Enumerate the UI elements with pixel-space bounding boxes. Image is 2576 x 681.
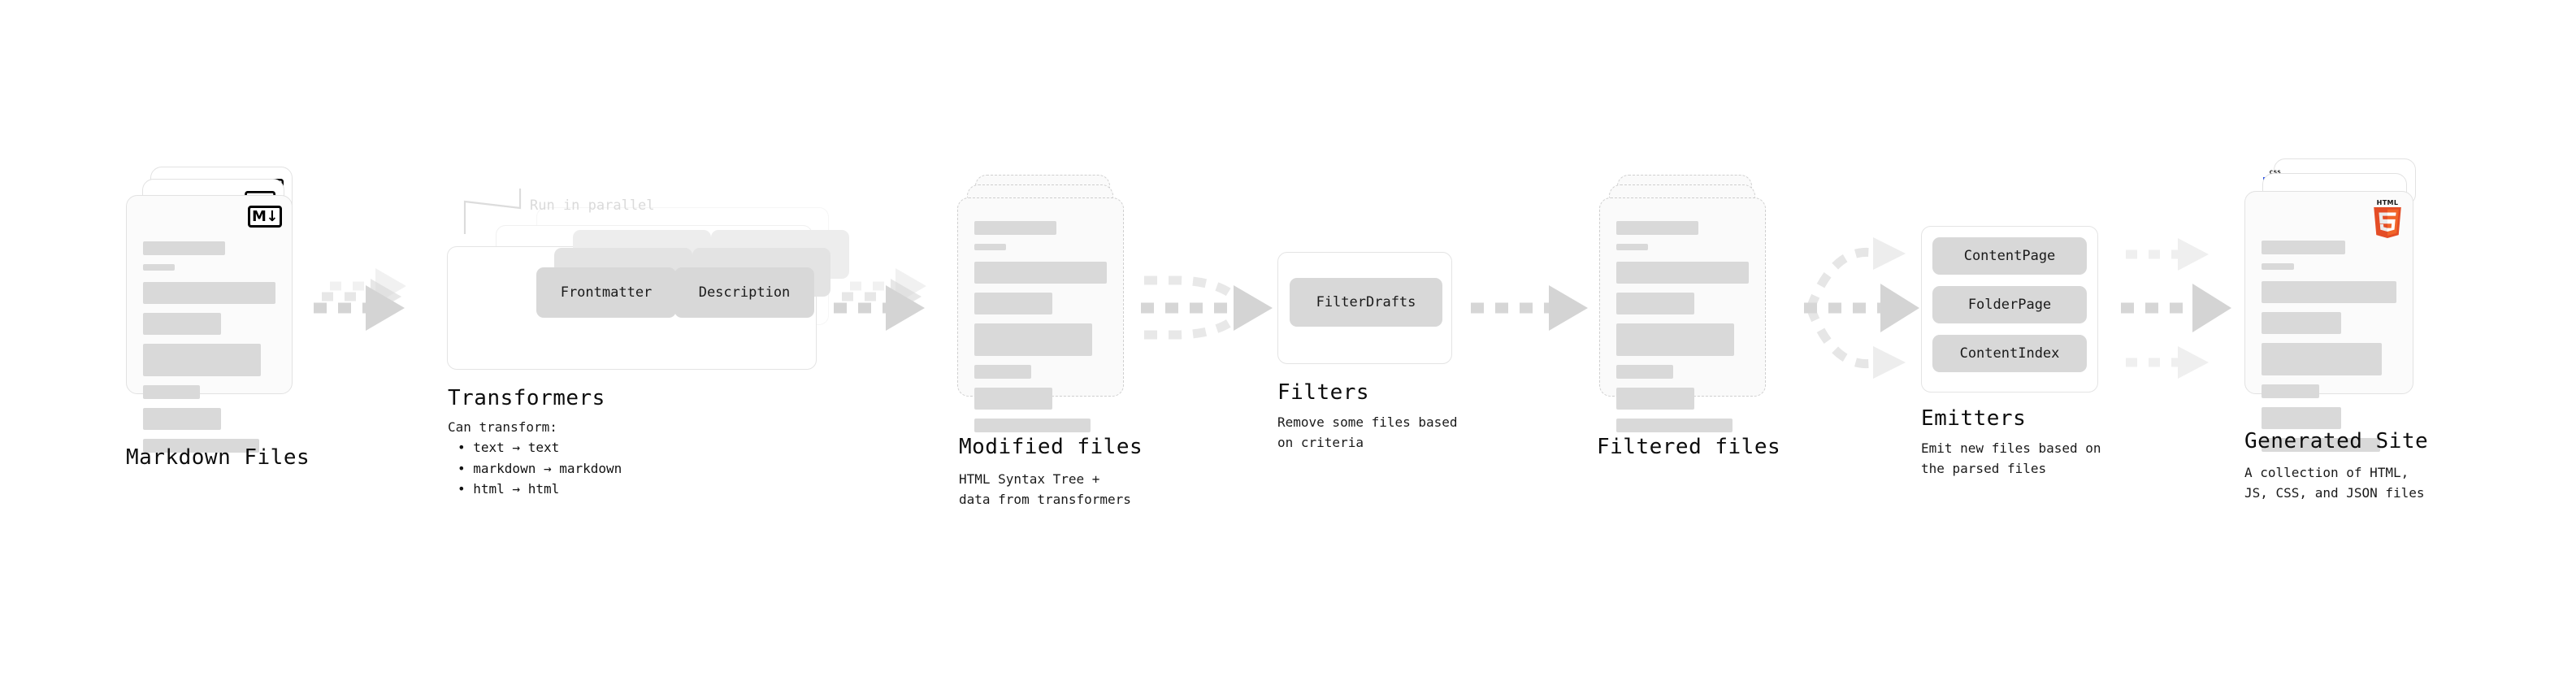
bar [143,264,176,271]
transformers-bullets: text → text markdown → markdown html → h… [448,437,622,500]
bar [143,385,201,399]
bar [143,282,275,304]
bar [974,365,1032,379]
modified-placeholder-bars [974,221,1107,441]
transformer-chip-description[interactable]: Description [674,267,814,318]
bar [1616,262,1749,284]
emitters-title: Emitters [1921,406,2027,431]
filters-group: FilterDrafts [1277,252,1456,366]
bar [974,388,1053,410]
emitters-subtitle: Emit new files based on the parsed files [1921,440,2101,476]
bar [1616,244,1649,250]
transformers-group: Frontmatter Frontmatter Description Desc… [447,207,849,370]
bar [2262,263,2294,270]
generated-site-stack: HTML [2244,158,2439,452]
bar [974,244,1007,250]
bar [2262,312,2341,334]
bar [974,323,1093,356]
bar [143,439,260,453]
generated-site-subtitle: A collection of HTML, JS, CSS, and JSON … [2244,465,2425,501]
bar [974,293,1053,314]
arrow-markdown-to-transformers [314,268,406,331]
transformers-title: Transformers [448,386,605,410]
site-file-card-front: HTML [2244,191,2413,452]
filtered-files-stack [1599,175,1786,435]
filtered-file-card-front [1599,197,1766,432]
emitter-chip-contentpage[interactable]: ContentPage [1932,237,2087,275]
filters-subtitle: Remove some files based on criteria [1277,414,1458,450]
filters-title: Filters [1277,380,1370,405]
bar [2262,407,2341,429]
bar [143,408,222,430]
bar [143,344,262,376]
bar [1616,365,1674,379]
site-placeholder-bars [2262,241,2396,461]
bar [974,419,1091,432]
bar [2262,343,2382,375]
arrow-filtered-to-emitters [1804,237,1919,379]
modified-files-title: Modified files [959,435,1143,459]
markdown-file-card-front: M↓ [126,195,293,453]
arrow-filters-to-filtered [1471,285,1588,331]
transformer-bullet: text → text [458,437,622,458]
transformer-chip-frontmatter[interactable]: Frontmatter [536,267,676,318]
transformers-subtitle: Can transform: [448,419,557,435]
bar [2262,281,2396,303]
modified-file-card-front [957,197,1124,432]
bar [1616,221,1699,235]
arrow-modified-to-filters [1141,275,1273,340]
filtered-placeholder-bars [1616,221,1749,441]
bar [143,313,222,335]
markdown-placeholder-bars [143,241,275,462]
transformer-bullet: html → html [458,479,622,500]
bar [2262,241,2345,254]
bar [1616,293,1695,314]
emitter-chip-contentindex[interactable]: ContentIndex [1932,335,2087,372]
html5-icon: HTML [2372,200,2403,238]
bar [974,221,1057,235]
modified-files-subtitle: HTML Syntax Tree + data from transformer… [959,471,1131,507]
filtered-files-title: Filtered files [1597,435,1781,459]
markdown-badge-front: M↓ [248,206,282,228]
transformer-bullet: markdown → markdown [458,458,622,479]
modified-files-stack [957,175,1144,435]
emitters-group: ContentPage FolderPage ContentIndex [1921,226,2108,395]
bar [1616,419,1733,432]
emitter-chip-folderpage[interactable]: FolderPage [1932,286,2087,323]
arrow-transformers-to-modified [834,268,926,331]
filter-chip-filterdrafts[interactable]: FilterDrafts [1290,278,1442,327]
bar [974,262,1107,284]
run-in-parallel-note: Run in parallel [530,197,655,214]
arrow-emitters-to-site [2121,238,2231,379]
bar [1616,323,1735,356]
bar [2262,384,2320,398]
bar [2262,438,2381,452]
bar [1616,388,1695,410]
markdown-files-stack: M↓ M↓ M↓ [126,167,313,453]
generated-site-title: Generated Site [2244,429,2429,453]
bar [143,241,226,255]
markdown-files-title: Markdown Files [126,445,310,470]
